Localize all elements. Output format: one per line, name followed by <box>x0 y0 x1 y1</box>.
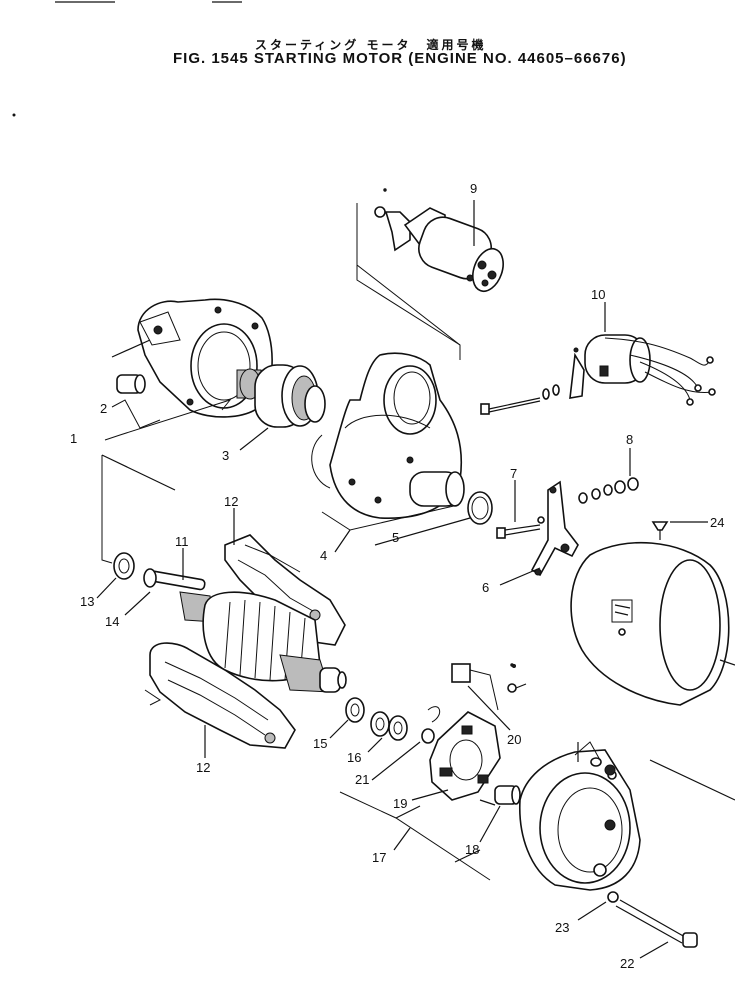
callout-16: 16 <box>347 750 361 765</box>
leader-14 <box>124 591 151 616</box>
figure-title: FIG. 1545 STARTING MOTOR (ENGINE NO. 446… <box>173 50 627 67</box>
callout-4: 4 <box>320 548 327 563</box>
leader-1 <box>104 399 232 441</box>
callout-12-upper: 12 <box>224 494 238 509</box>
field-coil-lower <box>144 642 296 749</box>
leader-4b <box>334 529 351 553</box>
callout-20: 20 <box>507 732 521 747</box>
callout-11: 11 <box>175 534 189 549</box>
callout-19: 19 <box>393 796 407 811</box>
leader-15 <box>329 719 349 739</box>
callout-24: 24 <box>710 515 724 530</box>
brush-spring <box>421 706 441 744</box>
leader-16 <box>367 737 383 753</box>
rear-bushing <box>494 785 521 805</box>
rear-end-frame <box>519 741 641 891</box>
yoke-leader <box>719 659 735 666</box>
callout-5: 5 <box>392 530 399 545</box>
leader-20 <box>467 685 511 731</box>
leader-6 <box>499 567 541 586</box>
bracket-line <box>101 454 176 491</box>
leader-18 <box>479 805 501 843</box>
leader-13 <box>96 577 117 599</box>
leader-22 <box>639 941 669 959</box>
callout-9: 9 <box>470 181 477 196</box>
callout-2: 2 <box>100 401 107 416</box>
leader-13-bracket <box>101 455 113 564</box>
callout-12-lower: 12 <box>196 760 210 775</box>
speck-3 <box>12 113 16 117</box>
callout-23: 23 <box>555 920 569 935</box>
brush-holder <box>429 711 501 806</box>
rear-leader <box>649 759 735 801</box>
leader-2 <box>111 399 161 429</box>
lever-housing <box>311 352 465 519</box>
callout-13: 13 <box>80 594 94 609</box>
callout-7: 7 <box>510 466 517 481</box>
yoke-frame <box>570 541 730 706</box>
japanese-title: スターティング モータ 適用号機 <box>255 38 487 52</box>
callout-14: 14 <box>105 614 119 629</box>
leader-23 <box>577 901 607 921</box>
shift-lever <box>530 480 579 577</box>
washers-16 <box>370 711 408 741</box>
washer-15 <box>345 697 365 723</box>
callout-17: 17 <box>372 850 386 865</box>
speck-2 <box>510 663 514 667</box>
rear-nuts <box>590 757 616 776</box>
callout-3: 3 <box>222 448 229 463</box>
callout-8: 8 <box>626 432 633 447</box>
pivot-pin <box>496 524 541 539</box>
callout-1: 1 <box>70 431 77 446</box>
brush-lead <box>451 663 527 711</box>
leader-3 <box>239 427 269 451</box>
callout-18: 18 <box>465 842 479 857</box>
callout-15: 15 <box>313 736 327 751</box>
leader-21 <box>371 741 421 781</box>
leader-19 <box>411 789 449 801</box>
callout-21: 21 <box>355 772 369 787</box>
thrust-washer <box>113 552 135 580</box>
leader-5 <box>374 517 471 546</box>
armature <box>143 568 347 693</box>
solenoid-switch <box>356 200 504 360</box>
leader-17-b <box>393 827 411 851</box>
callout-10: 10 <box>591 287 605 302</box>
leader-17-a <box>395 805 421 819</box>
speck-1 <box>383 188 387 192</box>
through-bolt-lower <box>607 891 698 948</box>
nuts-washers <box>578 477 639 504</box>
pinion-clutch <box>236 364 326 428</box>
field-coil-upper <box>224 534 346 646</box>
leader-17-bracket <box>339 791 491 881</box>
callout-22: 22 <box>620 956 634 971</box>
magnetic-switch <box>569 302 716 406</box>
leader-1b <box>111 339 151 358</box>
through-bolt-upper <box>480 384 560 415</box>
leader-17-c <box>454 849 481 863</box>
callout-6: 6 <box>482 580 489 595</box>
title-block: スターティング モータ 適用号機 FIG. 1545 STARTING MOTO… <box>0 0 735 80</box>
thrust-ring <box>467 491 493 525</box>
drive-housing <box>137 298 273 418</box>
bushing <box>116 374 146 394</box>
